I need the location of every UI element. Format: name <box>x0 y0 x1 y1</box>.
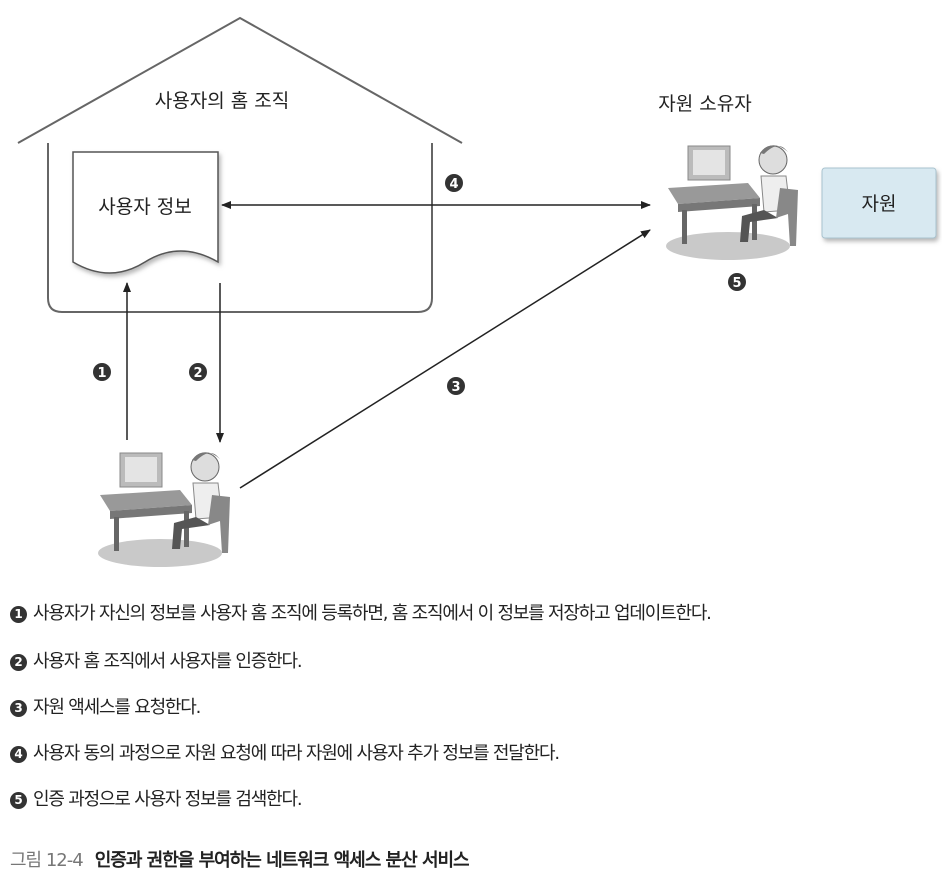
svg-text:4: 4 <box>449 177 458 192</box>
diagram: 사용자의 홈 조직 사용자 정보 1 2 3 4 5 자원 소유자 자원 <box>17 16 937 568</box>
figure-caption: 그림 12-4 인증과 권한을 부여하는 네트워크 액세스 분산 서비스 <box>10 846 470 872</box>
figure-number: 그림 12-4 <box>10 850 84 871</box>
home-organization: 사용자의 홈 조직 <box>17 16 463 313</box>
figure-title: 인증과 권한을 부여하는 네트워크 액세스 분산 서비스 <box>94 850 470 871</box>
marker-2: 2 <box>189 363 207 381</box>
marker-4: 4 <box>445 174 463 192</box>
svg-text:2: 2 <box>193 366 202 381</box>
home-org-label: 사용자의 홈 조직 <box>155 90 289 112</box>
house-roof <box>17 16 463 144</box>
resource-label: 자원 <box>862 193 897 215</box>
user-at-computer-icon <box>97 451 231 568</box>
user-info-label: 사용자 정보 <box>98 196 191 218</box>
resource-box: 자원 <box>821 167 937 239</box>
house-walls <box>47 143 433 313</box>
resource-owner-label: 자원 소유자 <box>658 93 751 115</box>
arrow-3 <box>239 229 651 489</box>
resource-owner-computer-icon <box>665 144 799 261</box>
marker-1: 1 <box>93 363 111 381</box>
user-info-document: 사용자 정보 <box>72 151 219 274</box>
svg-text:1: 1 <box>97 366 106 381</box>
svg-text:5: 5 <box>732 276 741 291</box>
marker-3: 3 <box>447 377 465 395</box>
svg-text:3: 3 <box>451 380 460 395</box>
marker-5: 5 <box>728 273 746 291</box>
